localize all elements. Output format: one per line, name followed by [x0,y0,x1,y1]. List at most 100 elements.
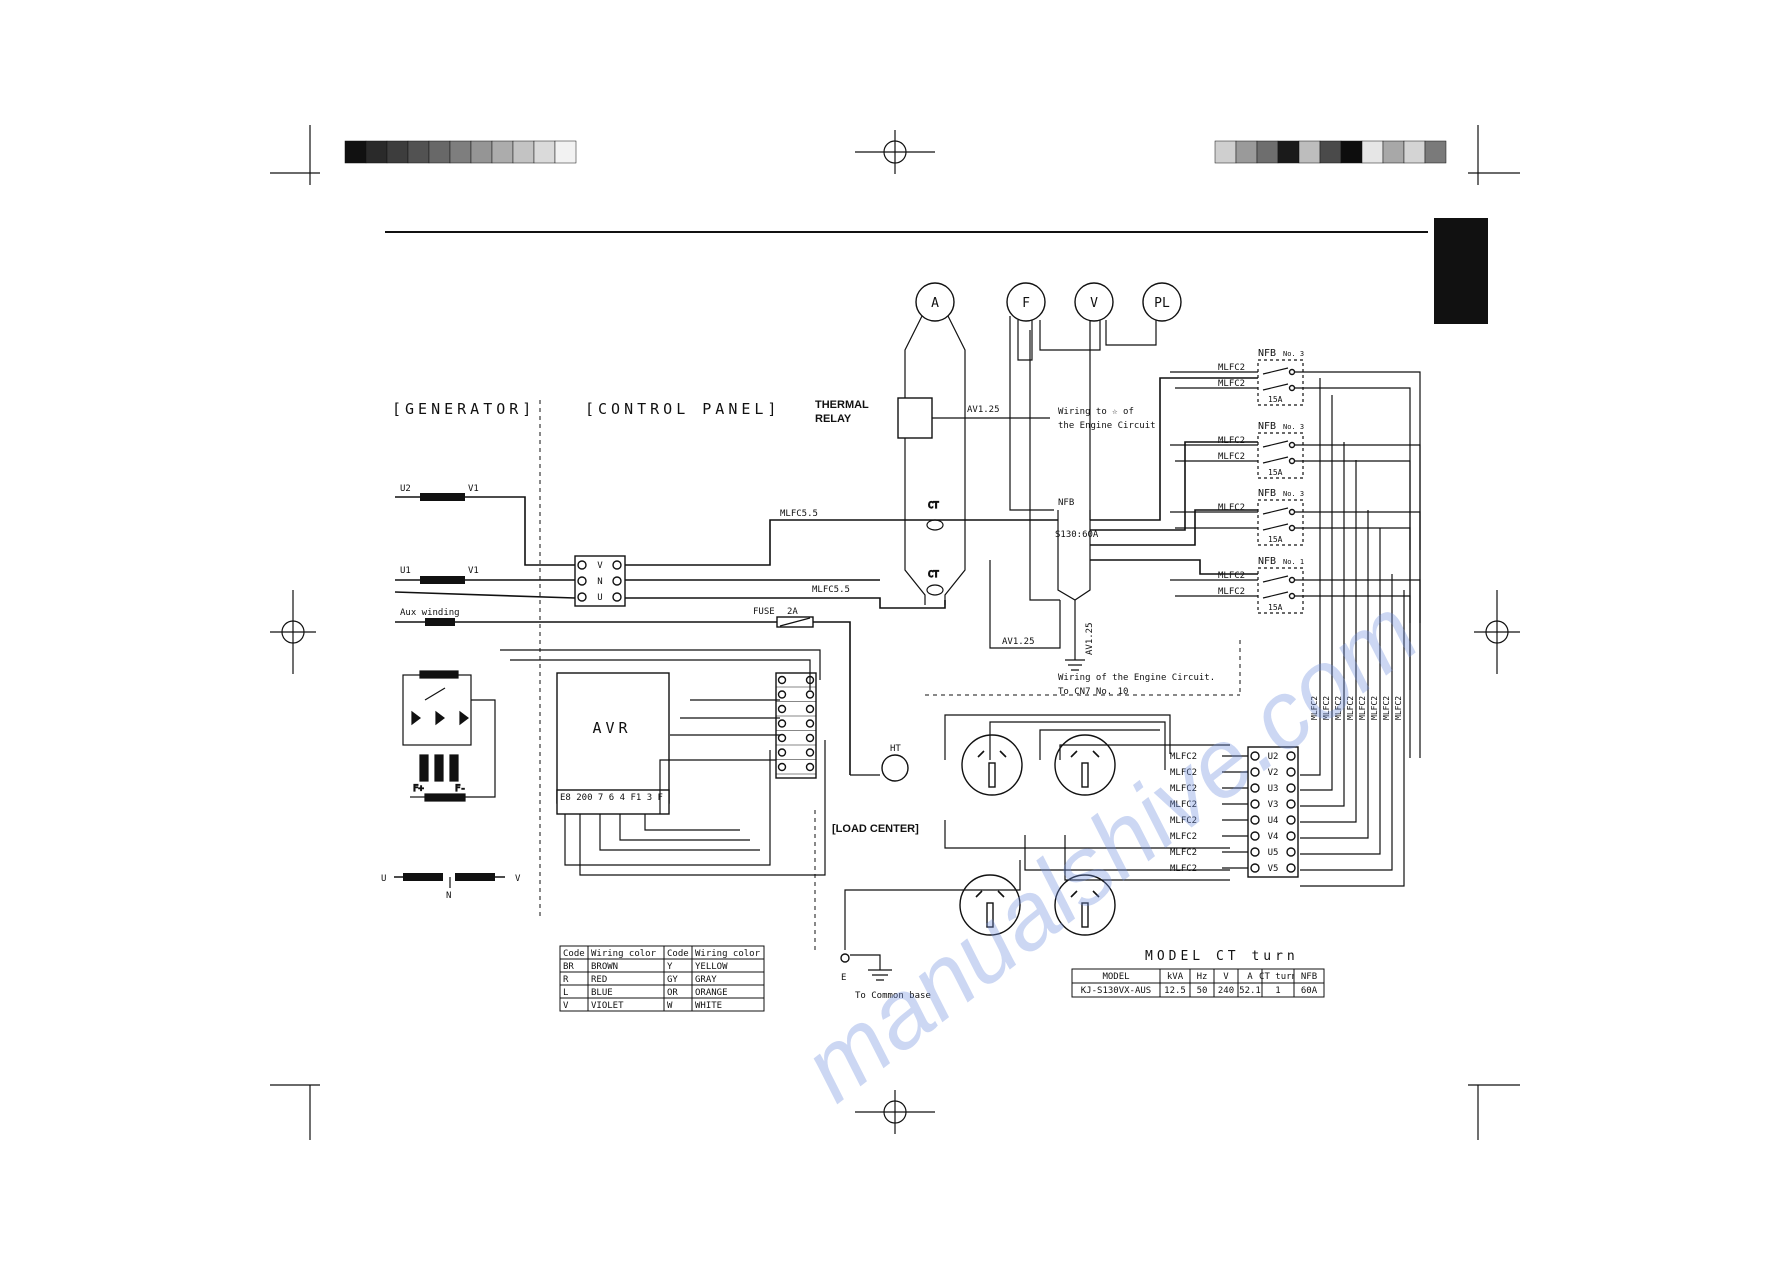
main-breaker: NFB S130:60A [1055,498,1099,671]
svg-text:To Common base: To Common base [855,991,931,1001]
breaker-terminal [1288,384,1296,392]
terminal-screw [1286,863,1296,873]
svg-text:To CN7 No. 10: To CN7 No. 10 [1058,687,1128,697]
watermark: manualshive.com [783,578,1438,1122]
breaker-contact [1262,507,1289,531]
svg-text:S130:60A: S130:60A [1055,530,1099,540]
terminal-screw [1286,799,1296,809]
av125-vertical-label: AV1.25 [1085,622,1095,655]
load-wire-label: MLFC2 [1170,800,1197,810]
calibration-swatch [407,140,430,164]
terminal-screw [1286,815,1296,825]
table-cell-text: GRAY [695,975,717,985]
svg-text:V: V [515,874,521,884]
calibration-swatch [1403,140,1426,164]
terminal-screw [577,576,587,586]
table-cell-text: BLUE [591,988,613,998]
model-table-cell-text: A [1247,972,1253,982]
load-wire-label: MLFC2 [1170,864,1197,874]
breaker-wire-label: MLFC2 [1218,587,1245,597]
breaker-output-wire [1295,579,1421,758]
breaker-frame [1257,567,1304,614]
svg-text:U1: U1 [400,566,411,576]
terminal-screw [1286,767,1296,777]
model-table-cell-text: MODEL [1102,972,1129,982]
table-cell [691,997,765,1012]
vertical-wire-label: MLFC2 [1322,696,1331,720]
breaker-label: NFB [1258,421,1276,432]
aux-winding: Aux winding [395,608,851,775]
svg-text:U: U [381,874,386,884]
breaker-number: No. 3 [1283,350,1304,358]
svg-text:the Engine Circuit: the Engine Circuit [1058,421,1156,431]
table-cell-text: OR [667,988,678,998]
engine-note-top: Wiring to ☆ of the Engine Circuit [1058,407,1156,431]
svg-text:NFB: NFB [1058,498,1074,508]
exciter-rectifier: F+ F- [402,670,496,802]
terminal-screw [577,560,587,570]
svg-text:CT: CT [928,570,939,580]
terminal-screw [1250,751,1260,761]
fuse: FUSE 2A [753,607,814,628]
svg-text:AVR: AVR [592,719,631,737]
terminal-screw [1250,799,1260,809]
av125-top-label: AV1.25 [967,405,1000,415]
table-cell-text: Y [667,962,673,972]
outlet-earth-pin [1081,762,1089,788]
meter-wiring [904,315,1157,605]
table-cell-text: GY [667,975,678,985]
av125-bottom-label: AV1.25 [1002,637,1035,647]
model-table-cell [1293,982,1325,998]
calibration-swatch [554,140,577,164]
svg-text:Wiring to ☆ of: Wiring to ☆ of [1058,407,1134,417]
breaker-wire-label: MLFC2 [1218,436,1245,446]
table-cell-text: YELLOW [695,962,728,972]
calibration-swatch [491,140,514,164]
terminal-screw [777,748,787,757]
breaker-input-wire [1170,511,1258,529]
model-table-cell-text: Hz [1197,972,1208,982]
main-bus-wiring [612,377,1258,609]
generator-winding-bottom: U1 V1 [394,566,576,599]
terminal-screw [777,675,787,685]
svg-text:E: E [841,973,846,983]
breaker-terminal [1288,576,1296,584]
breaker-terminal [1288,524,1296,532]
engine-note-bottom: Wiring of the Engine Circuit. To CN7 No.… [1058,673,1215,697]
vertical-wire-label: MLFC2 [1394,696,1403,720]
outlet-slot [1070,890,1100,898]
calibration-swatch [449,140,472,164]
breaker-rating: 15A [1268,535,1283,544]
frequency-meter: F [1006,282,1046,322]
svg-text:PL: PL [1154,296,1170,311]
load-wire-label: MLFC2 [1170,848,1197,858]
load-riser-wiring [1300,378,1405,887]
table-cell-text: RED [591,975,607,985]
vertical-wire-label: MLFC2 [1382,696,1391,720]
breaker-terminal [1288,368,1296,376]
breaker-frame [1257,432,1304,479]
outlet-body [1054,734,1116,796]
terminal-screw [777,733,787,743]
breaker-wire-label: MLFC2 [1218,571,1245,581]
av125-bottom-wire [989,560,1061,649]
table-cell-text: VIOLET [591,1001,624,1011]
vertical-wire-label: MLFC2 [1370,696,1379,720]
terminal-screw [805,704,815,714]
breaker-wire-label: MLFC2 [1218,503,1245,513]
color-calibration-bar-left [344,140,577,164]
ammeter: A [915,282,955,322]
calibration-swatch [428,140,451,164]
load-wire-label: MLFC2 [1170,768,1197,778]
load-terminal-label: V5 [1268,864,1279,874]
breaker-rating: 15A [1268,468,1283,477]
terminal-screw [1250,831,1260,841]
terminal-label: N [597,577,602,587]
svg-text:FUSE: FUSE [753,607,775,617]
outlet-slot [1070,750,1100,758]
terminal-screw [612,576,622,586]
table-cell-text: L [563,988,568,998]
mlfc55-top-label: MLFC5.5 [780,509,818,519]
